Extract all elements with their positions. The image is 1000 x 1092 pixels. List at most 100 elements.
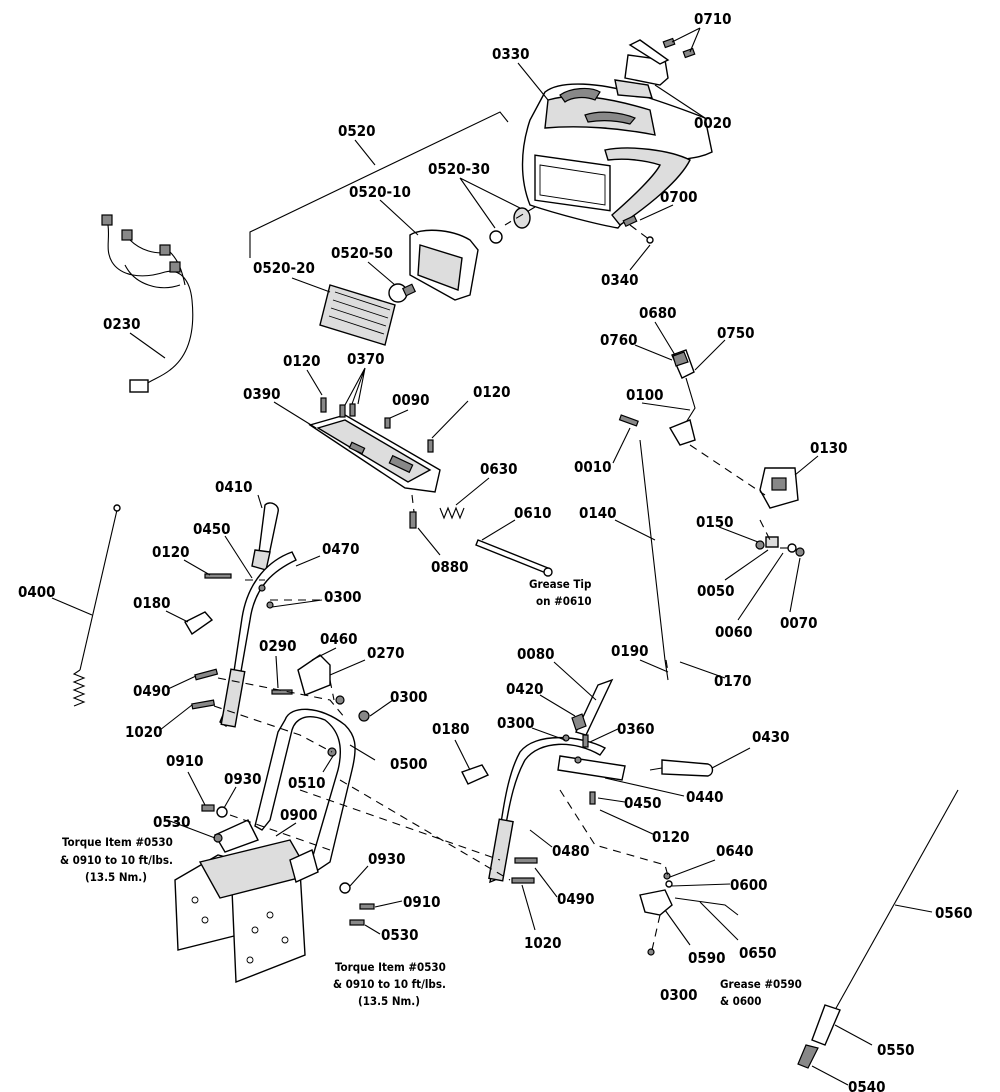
note-grease-0590-line2: & 0600 [720,994,761,1008]
cable-0400 [72,504,121,707]
part-labels: 0710 0330 0020 0520 0520-30 0520-10 0700… [18,10,973,1092]
label-0560: 0560 [935,904,973,922]
label-0520-30: 0520-30 [428,160,490,178]
label-0300-b: 0300 [390,688,428,706]
label-0650: 0650 [739,944,777,962]
label-0020: 0020 [694,114,732,132]
label-0400: 0400 [18,583,56,601]
label-0750: 0750 [717,324,755,342]
bracket-line-0520 [249,111,509,258]
label-0140: 0140 [579,504,617,522]
label-0520: 0520 [338,122,376,140]
label-0430: 0430 [752,728,790,746]
hardware-left [191,573,375,926]
clip-0180-right [461,764,490,785]
panel-0390 [308,414,441,493]
label-0010: 0010 [574,458,612,476]
grip-0430 [649,759,714,777]
label-0450-a: 0450 [193,520,231,538]
label-0300-c: 0300 [497,714,535,732]
lens-0520-20 [319,284,396,346]
label-0090: 0090 [392,391,430,409]
label-0050: 0050 [697,582,735,600]
housing-0520-10 [409,229,479,301]
wiring-harness-0230 [101,214,194,393]
bracket-0130 [759,467,799,509]
label-0360: 0360 [617,720,655,738]
bracket-0080 [571,678,614,736]
clip-0180-left [184,611,214,636]
label-0120-b: 0120 [473,383,511,401]
label-0290: 0290 [259,637,297,655]
note-torque-right-line3: (13.5 Nm.) [358,994,420,1008]
label-0710: 0710 [694,10,732,28]
grip-0410 [251,502,279,571]
lever-0680 [671,349,695,379]
rod-0100 [668,377,696,446]
label-0420: 0420 [506,680,544,698]
label-0230: 0230 [103,315,141,333]
bolt-0010 [618,414,639,427]
label-0540: 0540 [848,1078,886,1092]
notes: Grease Tip on #0610 Torque Item #0530 & … [60,577,802,1008]
label-0450-b: 0450 [624,794,662,812]
label-0760: 0760 [600,331,638,349]
label-0340: 0340 [601,271,639,289]
label-0610: 0610 [514,504,552,522]
spring-0630 [439,506,465,520]
bracket-0020 [614,39,670,99]
label-0480: 0480 [552,842,590,860]
label-0910-b: 0910 [403,893,441,911]
label-0180-a: 0180 [133,594,171,612]
label-0170: 0170 [714,672,752,690]
label-0520-50: 0520-50 [331,244,393,262]
frame-0500 [254,708,356,871]
label-0330: 0330 [492,45,530,63]
alignment-lines [213,206,792,951]
rod-0140 [639,439,669,681]
hardware-0050-0070 [755,536,805,557]
label-0080: 0080 [517,645,555,663]
plate-0460 [297,654,331,696]
dash-panel-0330 [521,83,713,229]
label-0930-b: 0930 [368,850,406,868]
label-0300-a: 0300 [324,588,362,606]
label-0530-a: 0530 [153,813,191,831]
note-grease-tip-line2: on #0610 [536,594,592,608]
label-0150: 0150 [696,513,734,531]
label-0370: 0370 [347,350,385,368]
label-0120-d: 0120 [652,828,690,846]
note-torque-left-line1: Torque Item #0530 [62,835,173,849]
label-0910-a: 0910 [166,752,204,770]
label-0300-d: 0300 [660,986,698,1004]
handle-0480 [488,736,626,884]
label-1020-b: 1020 [524,934,562,952]
bracket-0590 [639,872,739,956]
cable-0560 [797,789,959,1069]
label-0900: 0900 [280,806,318,824]
label-0510: 0510 [288,774,326,792]
label-0060: 0060 [715,623,753,641]
label-0500: 0500 [390,755,428,773]
chassis-plates [174,819,319,984]
label-0520-10: 0520-10 [349,183,411,201]
label-0930-a: 0930 [224,770,262,788]
label-0440: 0440 [686,788,724,806]
label-0680: 0680 [639,304,677,322]
label-0130: 0130 [810,439,848,457]
label-0120-a: 0120 [283,352,321,370]
label-0410: 0410 [215,478,253,496]
socket-0520-30 [489,207,531,244]
label-0100: 0100 [626,386,664,404]
label-0880: 0880 [431,558,469,576]
label-0390: 0390 [243,385,281,403]
label-0070: 0070 [780,614,818,632]
screw-0700 [622,214,654,244]
label-0600: 0600 [730,876,768,894]
screws-0710 [662,37,696,59]
note-grease-0590-line1: Grease #0590 [720,977,802,991]
label-0630: 0630 [480,460,518,478]
label-0190: 0190 [611,642,649,660]
bolt-0880 [409,511,417,529]
label-0550: 0550 [877,1041,915,1059]
